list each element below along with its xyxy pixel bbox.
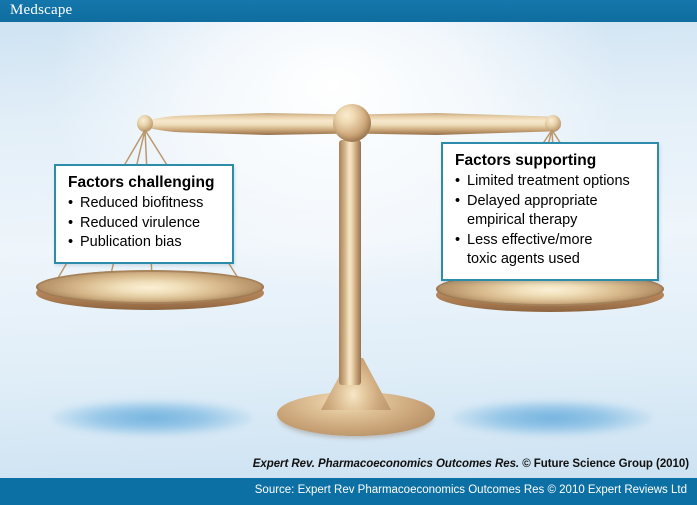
callout-left-title: Factors challenging: [68, 174, 215, 191]
scale-beam-right: [361, 113, 561, 135]
callout-right-list: Limited treatment options Delayed approp…: [455, 172, 647, 270]
callout-factors-challenging: Factors challenging Reduced biofitness R…: [54, 164, 234, 264]
scale-pivot-knob: [333, 104, 371, 142]
scale-beam-right-tip: [545, 115, 561, 132]
credit-rights: © Future Science Group (2010): [519, 458, 689, 470]
figure-credit-line: Expert Rev. Pharmacoeconomics Outcomes R…: [253, 458, 689, 470]
source-attribution-bar: Source: Expert Rev Pharmacoeconomics Out…: [0, 478, 697, 505]
callout-left-list: Reduced biofitness Reduced virulence Pub…: [68, 194, 222, 253]
list-item: Reduced biofitness: [68, 194, 222, 214]
list-item: Publication bias: [68, 233, 222, 253]
medscape-logo[interactable]: Medscape: [10, 2, 73, 18]
callout-right-title: Factors supporting: [455, 152, 597, 169]
left-pan-rim: [36, 270, 264, 304]
left-scale-pan: [36, 270, 264, 312]
balance-scale-figure: Factors challenging Reduced biofitness R…: [0, 22, 697, 478]
scale-beam-left-tip: [137, 115, 153, 132]
source-attribution-text: Source: Expert Rev Pharmacoeconomics Out…: [254, 484, 687, 496]
scale-beam-left: [143, 113, 343, 135]
scale-column: [339, 140, 361, 385]
left-pan-shadow: [52, 400, 252, 436]
list-item: Limited treatment options: [455, 172, 647, 192]
list-item: Reduced virulence: [68, 214, 222, 234]
right-pan-shadow: [452, 400, 652, 436]
medscape-header-bar: Medscape: [0, 0, 697, 22]
callout-factors-supporting: Factors supporting Limited treatment opt…: [441, 142, 659, 281]
credit-journal-name: Expert Rev. Pharmacoeconomics Outcomes R…: [252, 458, 520, 470]
